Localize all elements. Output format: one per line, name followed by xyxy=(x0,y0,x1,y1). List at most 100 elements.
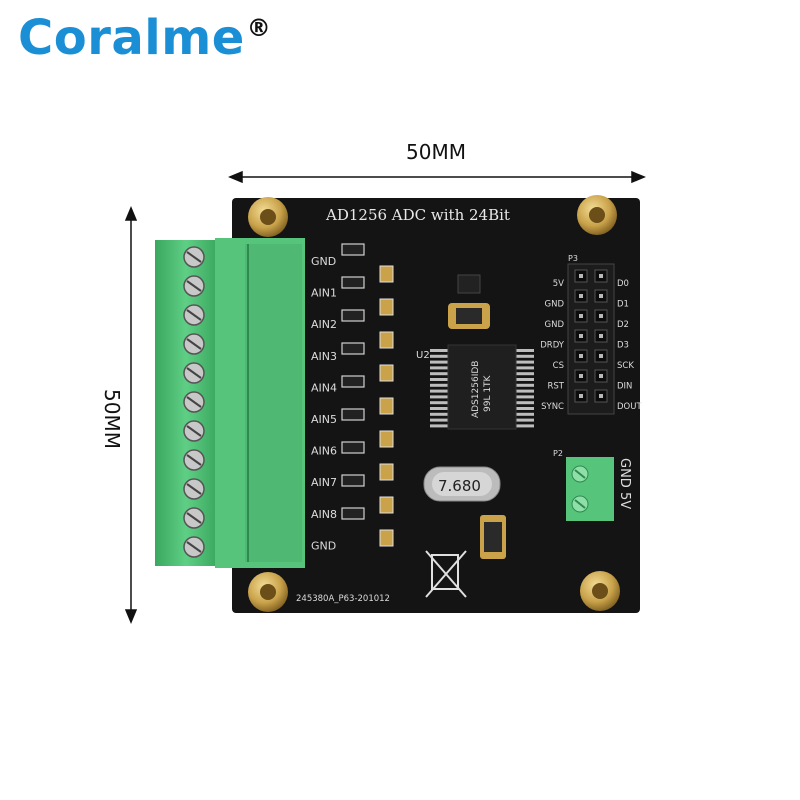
crystal-oscillator: 7.680 xyxy=(423,466,501,502)
pin-label: AIN5 xyxy=(311,413,337,426)
terminal-screw xyxy=(183,507,205,529)
header-pin-label: SCK xyxy=(617,361,634,371)
chip-pin xyxy=(430,383,448,387)
chip-pin xyxy=(516,401,534,405)
power-ref: P2 xyxy=(553,449,563,458)
power-label: GND 5V xyxy=(617,458,632,509)
terminal-screw xyxy=(183,391,205,413)
tantalum-capacitor-c16 xyxy=(480,515,506,559)
header-pin-label: GND xyxy=(545,300,565,310)
chip-pin xyxy=(516,354,534,358)
chip-pin xyxy=(516,372,534,376)
brand-name: Coralme xyxy=(18,10,245,66)
power-terminal-p2: P2 xyxy=(553,449,614,521)
header-pin-label: 5V xyxy=(553,279,564,289)
mounting-screw-bottom-left xyxy=(248,572,288,612)
resistor xyxy=(341,276,365,289)
header-ref: P3 xyxy=(568,254,578,263)
tantalum-capacitor-c4 xyxy=(448,303,490,329)
chip-pin xyxy=(430,360,448,364)
resistor xyxy=(341,441,365,454)
chip-marking-line2: 99L 1TK xyxy=(483,374,493,412)
header-pin-label: DOUT xyxy=(617,402,642,412)
resistor xyxy=(341,408,365,421)
chip-marking-line1: ADS1256IDB xyxy=(471,361,481,418)
chip-pin xyxy=(516,383,534,387)
resistor xyxy=(341,507,365,520)
capacitor xyxy=(379,463,394,481)
registered-mark: ® xyxy=(246,14,272,42)
chip-pin xyxy=(516,412,534,416)
pin-label: AIN7 xyxy=(311,476,337,489)
terminal-screw xyxy=(183,304,205,326)
pin-label: AIN8 xyxy=(311,508,337,521)
chip-pin xyxy=(430,389,448,393)
header-pin-label: RST xyxy=(548,382,565,392)
header-pin xyxy=(594,369,608,383)
chip-pin xyxy=(430,372,448,376)
header-pin-label: D3 xyxy=(617,341,629,351)
mounting-screw-top-left xyxy=(248,197,288,237)
header-pin xyxy=(574,389,588,403)
header-pin xyxy=(574,309,588,323)
chip-ref-label: U2 xyxy=(416,350,430,361)
chip-pin xyxy=(430,401,448,405)
header-pin xyxy=(574,269,588,283)
screw-terminal-block xyxy=(155,238,305,568)
header-pin-label: D1 xyxy=(617,300,629,310)
capacitor xyxy=(379,496,394,514)
chip-pin xyxy=(516,395,534,399)
capacitor xyxy=(379,397,394,415)
chip-pin xyxy=(516,360,534,364)
capacitor xyxy=(379,430,394,448)
chip-pin xyxy=(516,349,534,352)
mounting-screw-bottom-right xyxy=(580,571,620,611)
header-pin xyxy=(594,349,608,363)
width-dimension-label: 50MM xyxy=(406,140,466,164)
capacitor xyxy=(379,364,394,382)
pcb-board xyxy=(232,198,640,613)
header-pin-label: SYNC xyxy=(541,402,564,412)
chip-pin xyxy=(430,407,448,410)
header-pin-label: D0 xyxy=(617,279,629,289)
header-pin xyxy=(574,289,588,303)
weee-recycle-symbol xyxy=(425,550,467,598)
chip-pin xyxy=(430,349,448,352)
board-serial: 245380A_P63-201012 xyxy=(296,594,390,604)
mounting-screw-top-right xyxy=(577,195,617,235)
height-dimension-arrow xyxy=(124,206,138,624)
pin-label: AIN3 xyxy=(311,350,337,363)
crystal-frequency: 7.680 xyxy=(438,477,481,495)
brand-logo: Coralme® xyxy=(18,10,271,66)
chip-pin xyxy=(516,407,534,410)
resistor xyxy=(341,474,365,487)
header-pin-label: DRDY xyxy=(540,341,565,351)
capacitor xyxy=(379,298,394,316)
resistor xyxy=(341,375,365,388)
terminal-screw xyxy=(183,478,205,500)
chip-pin xyxy=(430,424,448,428)
pin-label: AIN2 xyxy=(311,318,337,331)
adc-chip: ADS1256IDB 99L 1TK U2 xyxy=(416,344,534,430)
pin-label: GND xyxy=(311,539,336,552)
terminal-screw xyxy=(183,536,205,558)
resistor xyxy=(341,243,365,256)
pin-header-p3: P3 xyxy=(567,254,615,415)
board-title: AD1256 ADC with 24Bit xyxy=(325,206,510,224)
terminal-screw xyxy=(183,275,205,297)
header-pin xyxy=(594,389,608,403)
pin-label: AIN4 xyxy=(311,381,337,394)
chip-pin xyxy=(430,354,448,358)
chip-pin xyxy=(430,418,448,422)
header-pin xyxy=(594,329,608,343)
chip-pin xyxy=(516,418,534,422)
header-pin-label: DIN xyxy=(617,382,632,392)
chip-pin xyxy=(516,389,534,393)
chip-pin xyxy=(516,378,534,381)
header-pin xyxy=(574,369,588,383)
pin-label: AIN1 xyxy=(311,287,337,300)
header-pin-label: GND xyxy=(545,320,565,330)
pin-label: GND xyxy=(311,255,336,268)
